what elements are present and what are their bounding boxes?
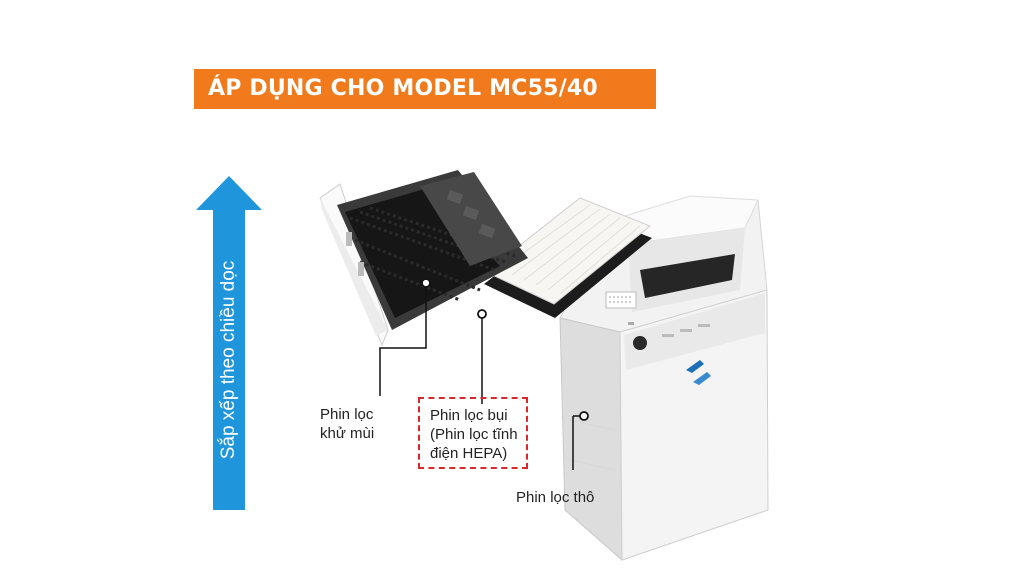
model-banner: ÁP DỤNG CHO MODEL MC55/40 bbox=[194, 69, 656, 109]
hepa-label-box bbox=[418, 397, 528, 469]
leader-lines bbox=[379, 283, 574, 470]
deodorizing-filter-label: Phin lọc khử mùi bbox=[320, 406, 375, 442]
hepa-filter-label: Phin lọc bụi (Phin lọc tĩnh điện HEPA) bbox=[430, 407, 518, 462]
purifier-body bbox=[559, 195, 769, 562]
hepa-filter bbox=[484, 197, 652, 318]
vertical-arrow-icon bbox=[196, 176, 262, 510]
deodorizing-tray bbox=[319, 170, 528, 347]
coarse-filter-label: Phin lọc thô bbox=[516, 489, 595, 506]
leader-dots bbox=[421, 278, 589, 421]
